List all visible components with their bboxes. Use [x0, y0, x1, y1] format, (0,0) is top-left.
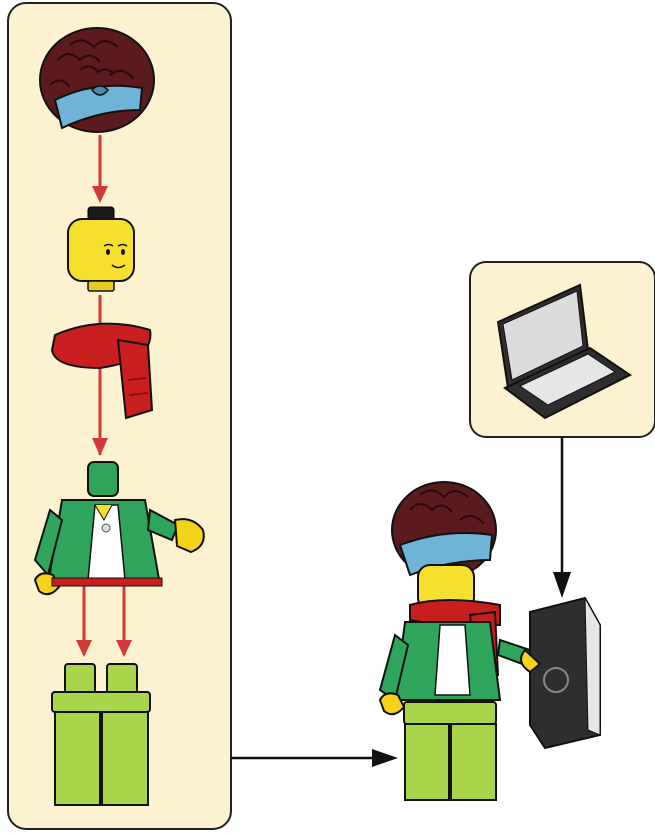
hair-piece [40, 28, 154, 132]
head [68, 207, 134, 291]
held-laptop-icon [521, 598, 600, 748]
assembly-to-result-arrow [231, 749, 398, 767]
result-minifigure [380, 482, 530, 800]
accessory-to-result-arrow [553, 437, 571, 598]
